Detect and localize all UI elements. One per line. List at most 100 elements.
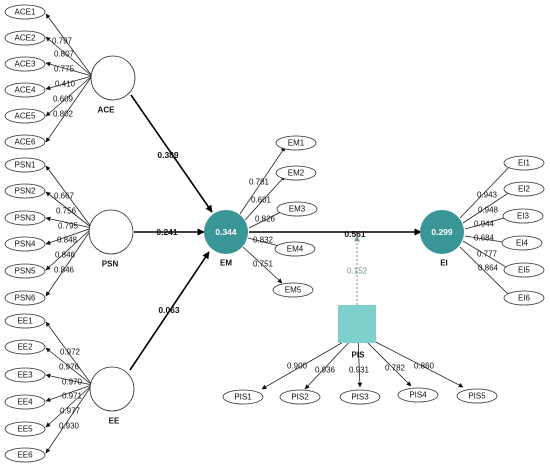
pis4-label: PIS4 bbox=[409, 391, 427, 400]
ei2-loading-arrow bbox=[462, 189, 514, 224]
psn4-indicator[interactable] bbox=[4, 236, 46, 252]
pis3-indicator[interactable] bbox=[339, 389, 381, 405]
ee1-label: EE1 bbox=[17, 317, 33, 326]
em-construct[interactable] bbox=[204, 210, 248, 254]
psn2-loading-arrow bbox=[45, 191, 93, 229]
em1-loading-arrow bbox=[239, 146, 286, 215]
ace6-indicator[interactable] bbox=[4, 134, 46, 150]
pis3-loading-arrow bbox=[357, 336, 363, 388]
ei3-loading-value: 0.944 bbox=[474, 220, 495, 229]
ee1-loading-value: 0.972 bbox=[60, 348, 81, 357]
pis5-loading-arrow bbox=[365, 336, 464, 388]
ace6-loading-arrow bbox=[45, 75, 93, 143]
ee4-loading-arrow bbox=[45, 384, 93, 402]
ei5-indicator[interactable] bbox=[503, 262, 545, 278]
ace3-loading-arrow bbox=[45, 61, 93, 77]
ace3-indicator[interactable] bbox=[4, 56, 46, 72]
ee2-label: EE2 bbox=[17, 343, 33, 352]
ee-em-coefficient: 0.063 bbox=[158, 305, 180, 315]
ee1-loading-arrow bbox=[45, 321, 93, 386]
ee4-loading-value: 0.971 bbox=[62, 392, 83, 401]
ee3-loading-value: 0.970 bbox=[62, 378, 83, 387]
em5-indicator[interactable] bbox=[272, 282, 314, 298]
psn3-loading-arrow bbox=[45, 216, 93, 229]
ei2-indicator[interactable] bbox=[503, 181, 545, 197]
psn5-indicator[interactable] bbox=[4, 263, 46, 279]
ee-construct[interactable] bbox=[89, 366, 135, 412]
ei6-label: EI6 bbox=[518, 294, 531, 303]
psn1-indicator[interactable] bbox=[4, 157, 46, 173]
pis1-loading-arrow bbox=[261, 336, 353, 390]
ace4-indicator[interactable] bbox=[4, 82, 46, 98]
ei-construct-label: EI bbox=[440, 259, 448, 268]
pis5-indicator[interactable] bbox=[456, 388, 498, 404]
ace2-loading-arrow bbox=[45, 36, 93, 77]
em2-indicator[interactable] bbox=[275, 165, 317, 181]
ace-construct[interactable] bbox=[90, 55, 136, 101]
em-r-squared: 0.344 bbox=[215, 227, 237, 237]
em-measurement-block: 0.781 0.601 0.826 0.832 0.751 EM1 EM2 EM… bbox=[204, 135, 318, 298]
ee3-indicator[interactable] bbox=[4, 367, 46, 383]
ei1-indicator[interactable] bbox=[503, 155, 545, 171]
ee4-indicator[interactable] bbox=[4, 394, 46, 410]
ace1-indicator[interactable] bbox=[4, 4, 46, 20]
pis1-indicator[interactable] bbox=[222, 389, 264, 405]
ei6-indicator[interactable] bbox=[503, 290, 545, 306]
ee4-label: EE4 bbox=[17, 398, 33, 407]
ace4-loading-arrow bbox=[45, 75, 93, 91]
ei1-label: EI1 bbox=[518, 159, 531, 168]
em3-loading-arrow bbox=[248, 209, 286, 229]
pis2-loading-arrow bbox=[304, 336, 355, 390]
ace2-indicator[interactable] bbox=[4, 30, 46, 46]
ei2-loading-value: 0.948 bbox=[478, 206, 499, 215]
pis3-label: PIS3 bbox=[351, 393, 369, 402]
pis-construct[interactable] bbox=[338, 305, 376, 343]
pis-moderation-coefficient: 0.152 bbox=[347, 267, 368, 276]
em5-label: EM5 bbox=[285, 286, 302, 295]
ee6-label: EE6 bbox=[17, 451, 33, 460]
ei2-label: EI2 bbox=[518, 185, 531, 194]
ei3-label: EI3 bbox=[517, 212, 530, 221]
ei4-indicator[interactable] bbox=[501, 235, 543, 251]
pis5-label: PIS5 bbox=[468, 392, 486, 401]
ace4-loading-value: 0.410 bbox=[55, 80, 76, 89]
ee5-label: EE5 bbox=[17, 425, 33, 434]
ace5-indicator[interactable] bbox=[4, 108, 46, 124]
psn5-loading-arrow bbox=[45, 227, 93, 271]
pis4-indicator[interactable] bbox=[397, 387, 439, 403]
em3-indicator[interactable] bbox=[276, 201, 318, 217]
psn3-loading-value: 0.795 bbox=[58, 222, 79, 231]
ee1-indicator[interactable] bbox=[4, 313, 46, 329]
ee5-indicator[interactable] bbox=[4, 421, 46, 437]
ace5-label: ACE5 bbox=[15, 112, 36, 121]
ace-to-em-path[interactable] bbox=[130, 94, 213, 213]
ee2-indicator[interactable] bbox=[4, 339, 46, 355]
ee-to-em-path[interactable] bbox=[129, 251, 210, 371]
em1-indicator[interactable] bbox=[275, 135, 317, 151]
em4-indicator[interactable] bbox=[274, 241, 316, 257]
ei-r-squared: 0.299 bbox=[431, 227, 453, 237]
ee5-loading-arrow bbox=[45, 384, 93, 428]
em1-loading-value: 0.781 bbox=[249, 178, 270, 187]
psn4-loading-arrow bbox=[45, 227, 93, 245]
pis2-indicator[interactable] bbox=[279, 389, 321, 405]
psn3-label: PSN3 bbox=[15, 214, 36, 223]
ace1-loading-value: 0.797 bbox=[52, 37, 73, 46]
psn-construct[interactable] bbox=[88, 209, 134, 255]
em4-loading-value: 0.832 bbox=[253, 236, 274, 245]
ee6-indicator[interactable] bbox=[4, 447, 46, 463]
ei3-indicator[interactable] bbox=[502, 208, 544, 224]
psn2-indicator[interactable] bbox=[4, 183, 46, 199]
psn6-indicator[interactable] bbox=[4, 290, 46, 306]
em-construct-label: EM bbox=[220, 259, 232, 268]
ei-construct[interactable] bbox=[420, 210, 464, 254]
ei4-loading-value: 0.684 bbox=[474, 234, 495, 243]
psn1-loading-arrow bbox=[45, 165, 93, 229]
ace2-loading-value: 0.807 bbox=[54, 50, 75, 59]
pis-moderator-block: 0.152 PIS 0.900 0.936 0.931 0.782 0.860 … bbox=[222, 235, 498, 405]
psn3-indicator[interactable] bbox=[4, 210, 46, 226]
ace-em-coefficient: 0.389 bbox=[157, 150, 179, 160]
ee-measurement-block: EE1 EE2 EE3 EE4 EE5 EE6 0.972 0.976 0.97… bbox=[4, 313, 135, 463]
em2-loading-arrow bbox=[244, 175, 286, 221]
